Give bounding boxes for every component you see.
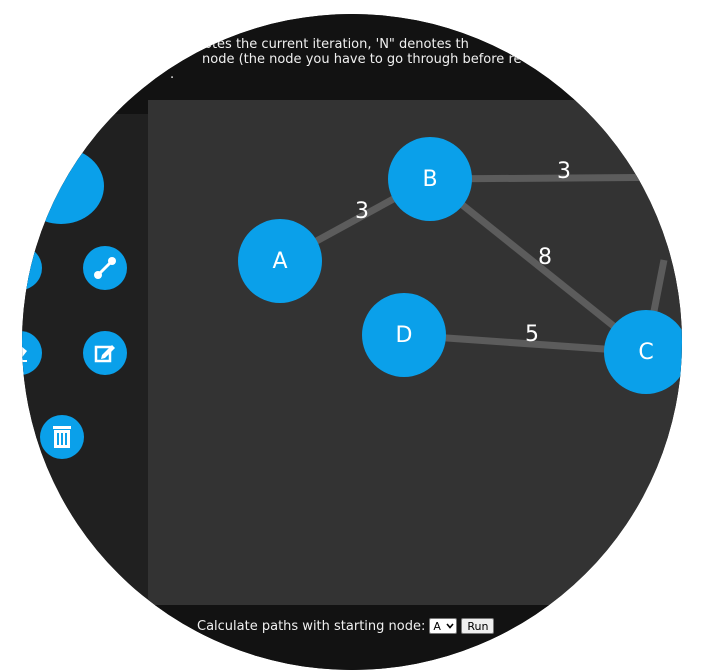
- add-edge-button[interactable]: [83, 246, 127, 290]
- node-circle-B[interactable]: [388, 137, 472, 221]
- edge-B-off-right[interactable]: [429, 173, 682, 183]
- chevron-down-icon: [446, 623, 454, 629]
- delete-button[interactable]: [40, 415, 84, 459]
- edit-button[interactable]: [83, 331, 127, 375]
- calc-label: Calculate paths with starting node:: [197, 618, 426, 634]
- node-label-B: B: [422, 167, 437, 192]
- graph-svg[interactable]: 3 8 5 3A B C D: [148, 100, 682, 605]
- node-D[interactable]: D: [362, 293, 446, 377]
- node-circle-D[interactable]: [362, 293, 446, 377]
- start-node-value: A: [433, 619, 441, 633]
- add-node-button[interactable]: [22, 148, 104, 224]
- run-button[interactable]: Run: [461, 618, 495, 634]
- add-edge-icon: [94, 257, 116, 279]
- edge-weight-A-B: 3: [355, 199, 369, 224]
- footer-bar: [22, 605, 682, 670]
- trash-icon: [53, 426, 71, 448]
- edge-weight-B-C: 8: [538, 245, 552, 270]
- instructions-line-3: .: [170, 67, 175, 82]
- node-circle-C[interactable]: [604, 310, 682, 394]
- node-C[interactable]: C: [604, 310, 682, 394]
- node-label-C: C: [638, 340, 653, 365]
- node-B[interactable]: B: [388, 137, 472, 221]
- instructions-text: otes the current iteration, 'N" denotes …: [22, 37, 682, 82]
- node-A[interactable]: A: [238, 219, 322, 303]
- edge-weight-D-C: 5: [525, 322, 539, 347]
- start-node-select[interactable]: A: [429, 618, 458, 634]
- erase-icon: [22, 346, 27, 362]
- move-node-icon: [22, 267, 24, 269]
- move-node-button[interactable]: [22, 246, 42, 290]
- edge-weight-B-off-right: 3: [557, 159, 571, 184]
- instructions-line-2: node (the node you have to go through be…: [202, 52, 522, 67]
- edit-icon: [94, 345, 115, 363]
- node-circle-A[interactable]: [238, 219, 322, 303]
- edge-B-C[interactable]: [427, 176, 649, 355]
- node-label-A: A: [272, 249, 287, 274]
- header-bar: [22, 14, 682, 114]
- path-calculator: Calculate paths with starting node: A Ru…: [197, 618, 495, 634]
- instructions-line-1: otes the current iteration, 'N" denotes …: [204, 37, 469, 52]
- node-label-D: D: [396, 323, 413, 348]
- erase-button[interactable]: [22, 331, 42, 375]
- app-viewport: otes the current iteration, 'N" denotes …: [22, 14, 682, 670]
- add-node-icon: [43, 184, 57, 188]
